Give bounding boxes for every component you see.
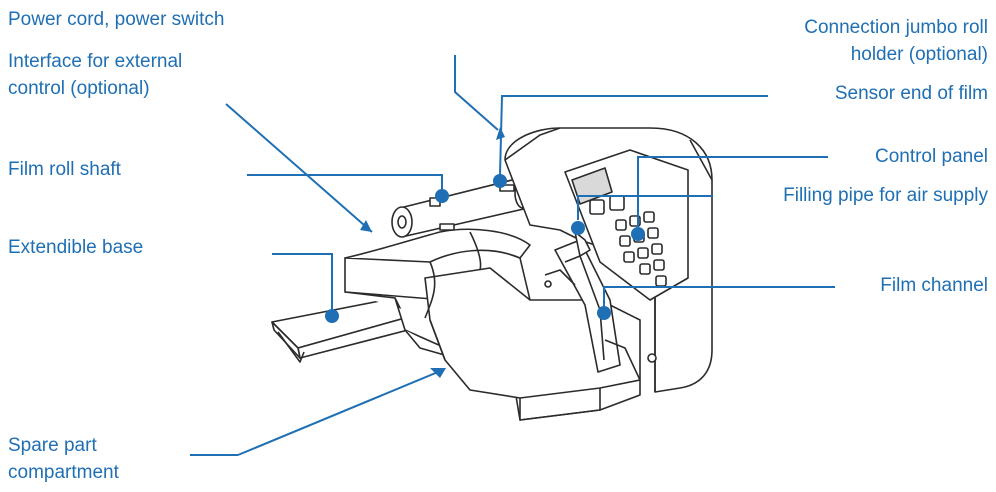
label-control-panel: Control panel bbox=[874, 146, 988, 167]
arrow-power-cord bbox=[360, 220, 372, 232]
arrow-jumbo-roll bbox=[496, 127, 505, 140]
label-interface-external-control: Interface for external control (optional… bbox=[8, 51, 183, 99]
dot-sensor-end bbox=[493, 174, 507, 188]
label-extendible-base: Extendible base bbox=[8, 237, 144, 258]
extendible-base-tray bbox=[271, 297, 409, 363]
leader-lines bbox=[190, 55, 835, 456]
film-channel bbox=[544, 231, 657, 381]
film-roll-shaft bbox=[391, 177, 532, 238]
label-connection-jumbo-roll-holder: Connection jumbo roll holder (optional) bbox=[804, 17, 988, 65]
dot-extendible-base bbox=[325, 309, 339, 323]
label-film-channel: Film channel bbox=[880, 275, 988, 296]
film-tray bbox=[344, 228, 531, 319]
dot-control-panel bbox=[631, 227, 645, 241]
arrowheads bbox=[360, 127, 505, 378]
leader-control-panel bbox=[637, 156, 828, 228]
leader-film-channel bbox=[603, 286, 835, 306]
label-power-cord: Power cord, power switch bbox=[8, 9, 225, 30]
label-spare-part-compartment: Spare part compartment bbox=[8, 435, 119, 483]
callout-dots bbox=[325, 174, 645, 323]
leader-jumbo-roll bbox=[454, 55, 499, 131]
dot-film-roll-shaft bbox=[435, 189, 449, 203]
label-film-roll-shaft: Film roll shaft bbox=[8, 159, 121, 180]
label-filling-pipe: Filling pipe for air supply bbox=[783, 185, 988, 206]
arrow-spare-part bbox=[430, 368, 446, 378]
leader-spare-part bbox=[237, 371, 439, 456]
leader-film-roll-shaft bbox=[247, 174, 443, 190]
leader-sensor-end bbox=[499, 95, 768, 176]
leader-filling-pipe bbox=[577, 195, 713, 220]
label-sensor-end-of-film: Sensor end of film bbox=[834, 83, 988, 104]
leader-power-cord bbox=[225, 103, 373, 233]
leader-extendible-base bbox=[272, 253, 333, 316]
dot-film-channel bbox=[597, 306, 611, 320]
dot-filling-pipe bbox=[571, 221, 585, 235]
